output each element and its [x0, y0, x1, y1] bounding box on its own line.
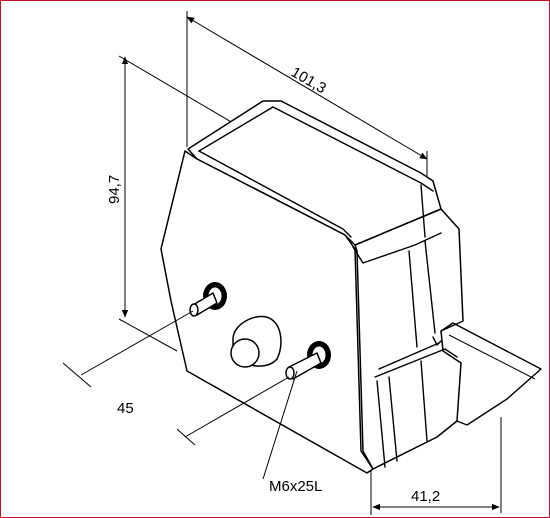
flange-outline: [440, 322, 542, 426]
side-groove-1: [408, 250, 418, 348]
housing-front-face: [160, 150, 374, 474]
top-front-edge: [198, 150, 352, 238]
label-width: 101,3: [288, 64, 329, 97]
top-side-edge: [352, 232, 442, 264]
bolt-spec-callout: M6x25L: [262, 370, 322, 495]
dimension-bolt-spacing: 45: [62, 310, 290, 446]
bolt-spacing-tick-1: [62, 362, 92, 388]
lower-edge-3: [420, 360, 428, 442]
bolt-lower-tip: [285, 366, 295, 380]
housing-side-face: [354, 208, 464, 470]
notch-detail: [432, 336, 442, 346]
bolt-spacing-ext-2: [184, 376, 290, 438]
extension-line-bottom: [118, 318, 178, 352]
bolt-spacing-ext-1: [80, 310, 194, 376]
corner-edge: [420, 184, 426, 238]
lens-face: [230, 338, 260, 368]
bolt-upper: [189, 282, 227, 317]
lower-edge-1: [376, 380, 386, 468]
flange-inner-line: [448, 334, 536, 380]
label-bolt-spacing: 45: [117, 400, 134, 417]
label-height: 94,7: [106, 175, 123, 204]
center-lens: [230, 315, 282, 368]
dimension-line-width: [186, 16, 428, 160]
side-joint-line-2: [374, 348, 458, 378]
top-edge-detail: [198, 106, 434, 192]
lower-edge-2: [388, 376, 398, 462]
label-bolt-spec: M6x25L: [269, 478, 322, 495]
side-groove-2: [424, 240, 436, 334]
bolt-spec-leader: [262, 370, 298, 480]
label-depth: 41,2: [411, 488, 440, 505]
bolt-upper-tip: [189, 303, 199, 317]
side-joint-line: [378, 342, 440, 370]
mounting-flange: [440, 322, 542, 426]
housing: [160, 100, 464, 474]
dimension-depth: 41,2: [370, 417, 502, 515]
